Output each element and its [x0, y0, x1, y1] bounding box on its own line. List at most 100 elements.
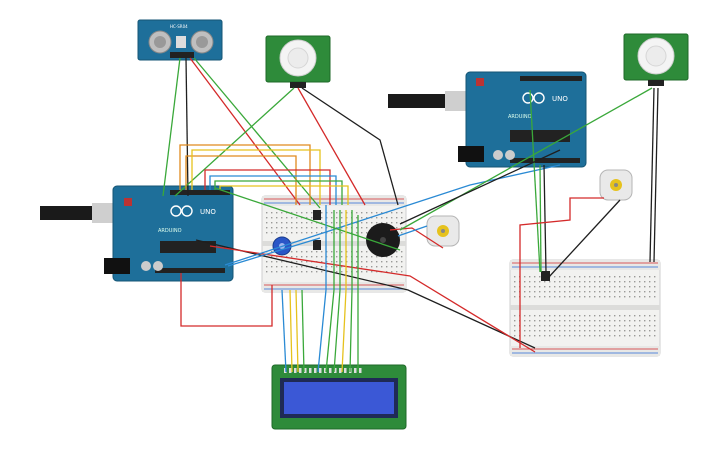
breadboard-hole [529, 325, 531, 327]
breadboard-hole [594, 286, 596, 288]
breadboard-hole [569, 286, 571, 288]
breadboard-hole [271, 271, 273, 273]
breadboard-hole [569, 291, 571, 293]
breadboard-hole [569, 281, 571, 283]
lcd-pin [304, 368, 307, 373]
breadboard-hole [604, 291, 606, 293]
breadboard-hole [599, 325, 601, 327]
breadboard-hole [316, 227, 318, 229]
breadboard-hole [639, 325, 641, 327]
breadboard-hole [514, 325, 516, 327]
breadboard-hole [564, 281, 566, 283]
breadboard-hole [569, 315, 571, 317]
breadboard-hole [594, 335, 596, 337]
breadboard-hole [639, 276, 641, 278]
pir-sensor-2 [623, 33, 689, 86]
breadboard-hole [361, 266, 363, 268]
breadboard-hole [614, 325, 616, 327]
breadboard-hole [529, 296, 531, 298]
breadboard-hole [311, 227, 313, 229]
breadboard-hole [584, 335, 586, 337]
breadboard-hole [331, 261, 333, 263]
breadboard-hole [609, 335, 611, 337]
breadboard-hole [371, 212, 373, 214]
breadboard-hole [286, 232, 288, 234]
breadboard-hole [321, 232, 323, 234]
breadboard-hole [544, 330, 546, 332]
breadboard-hole [614, 296, 616, 298]
breadboard-hole [559, 276, 561, 278]
breadboard-hole [554, 325, 556, 327]
breadboard-hole [366, 261, 368, 263]
breadboard-hole [579, 315, 581, 317]
breadboard-hole [579, 281, 581, 283]
breadboard-hole [654, 296, 656, 298]
breadboard-hole [604, 286, 606, 288]
breadboard-hole [366, 266, 368, 268]
breadboard-hole [346, 212, 348, 214]
breadboard-hole [634, 276, 636, 278]
breadboard-hole [311, 251, 313, 253]
lcd-pin [324, 368, 327, 373]
breadboard-hole [619, 296, 621, 298]
breadboard-hole [346, 271, 348, 273]
breadboard-hole [524, 320, 526, 322]
breadboard-hole [306, 271, 308, 273]
breadboard-hole [401, 271, 403, 273]
breadboard-hole [624, 286, 626, 288]
arduino-main-brand: ARDUINO [158, 228, 182, 234]
breadboard-hole [524, 325, 526, 327]
breadboard-hole [579, 286, 581, 288]
breadboard-hole [589, 315, 591, 317]
breadboard-hole [301, 222, 303, 224]
breadboard-hole [346, 222, 348, 224]
breadboard-hole [336, 266, 338, 268]
breadboard-hole [331, 266, 333, 268]
breadboard-hole [629, 325, 631, 327]
breadboard-hole [594, 320, 596, 322]
breadboard-hole [569, 296, 571, 298]
breadboard-hole [599, 296, 601, 298]
breadboard-hole [276, 227, 278, 229]
breadboard-hole [346, 227, 348, 229]
breadboard-hole [266, 217, 268, 219]
breadboard-hole [321, 217, 323, 219]
breadboard-hole [296, 261, 298, 263]
breadboard-hole [396, 256, 398, 258]
breadboard-hole [629, 315, 631, 317]
breadboard-hole [361, 222, 363, 224]
breadboard-hole [544, 335, 546, 337]
breadboard-hole [514, 286, 516, 288]
breadboard-hole [574, 315, 576, 317]
breadboard-hole [564, 276, 566, 278]
breadboard-hole [271, 222, 273, 224]
breadboard-hole [529, 281, 531, 283]
breadboard-hole [589, 276, 591, 278]
breadboard-hole [321, 227, 323, 229]
breadboard-hole [549, 291, 551, 293]
breadboard-hole [594, 325, 596, 327]
breadboard-hole [654, 286, 656, 288]
breadboard-hole [366, 251, 368, 253]
breadboard-hole [276, 217, 278, 219]
breadboard-hole [554, 276, 556, 278]
breadboard-hole [291, 222, 293, 224]
breadboard-hole [376, 256, 378, 258]
breadboard-hole [514, 330, 516, 332]
breadboard-hole [266, 212, 268, 214]
breadboard-hole [649, 335, 651, 337]
breadboard-hole [396, 222, 398, 224]
breadboard-hole [604, 315, 606, 317]
breadboard-hole [316, 266, 318, 268]
breadboard-hole [271, 212, 273, 214]
breadboard-hole [386, 256, 388, 258]
breadboard-hole [331, 232, 333, 234]
breadboard-hole [634, 291, 636, 293]
breadboard-hole [539, 276, 541, 278]
breadboard-hole [291, 217, 293, 219]
breadboard-hole [564, 315, 566, 317]
breadboard-hole [599, 330, 601, 332]
breadboard-hole [286, 217, 288, 219]
breadboard-hole [316, 232, 318, 234]
breadboard-hole [371, 261, 373, 263]
